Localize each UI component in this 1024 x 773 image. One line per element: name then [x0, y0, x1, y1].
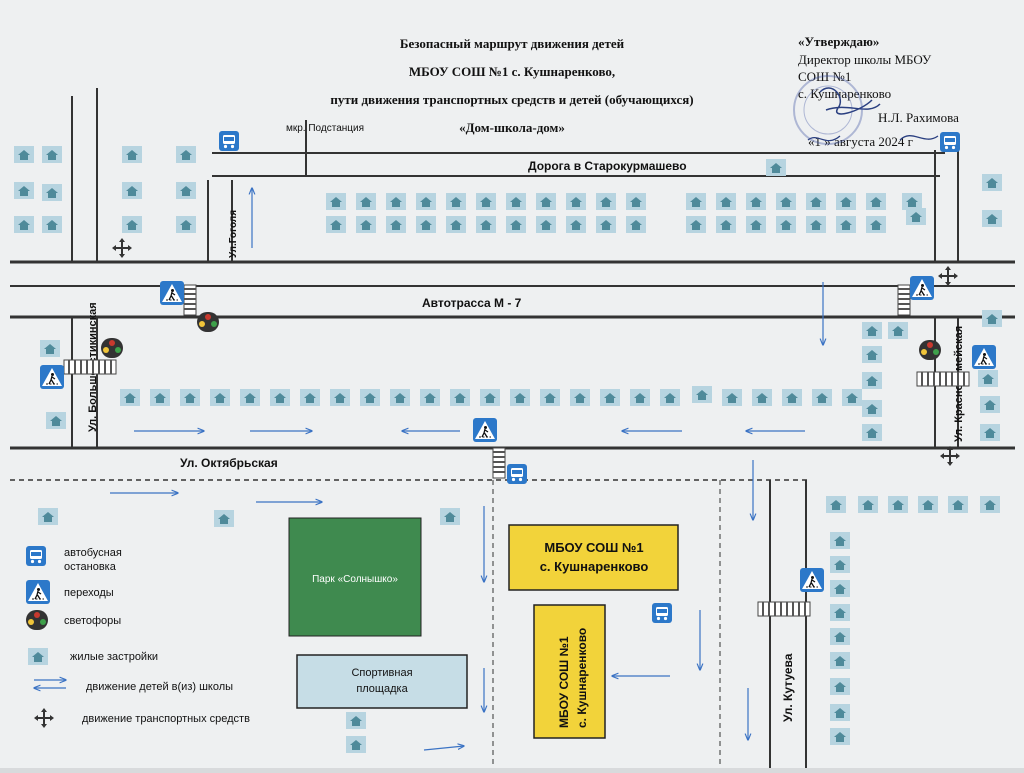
legend-traffic-light: светофоры — [64, 615, 121, 627]
park-solnyshko: Парк «Солнышко» — [288, 517, 422, 637]
signature — [807, 87, 939, 142]
legend-children-route: движение детей в(из) школы — [86, 681, 233, 693]
school-label-box: МБОУ СОШ №1 с. Кушнаренково — [508, 524, 679, 591]
legend-crossing: переходы — [64, 587, 114, 599]
school-label-line1: МБОУ СОШ №1 — [544, 540, 643, 555]
title-line2: МБОУ СОШ №1 с. Кушнаренково, — [409, 64, 615, 79]
approval-line4: с. Кушнаренково — [798, 86, 891, 101]
approval-line1: «Утверждаю» — [798, 34, 879, 49]
approval-line2: Директор школы МБОУ — [798, 52, 932, 67]
label-street-gogolya: Ул.Гоголя — [228, 210, 239, 258]
sports-ground: Спортивная площадка — [296, 654, 468, 709]
approval-line6: «1 » августа 2024 г — [808, 134, 913, 149]
title-line4: «Дом-школа-дом» — [459, 120, 565, 135]
official-stamp — [793, 75, 863, 145]
label-street-kutueva: Ул. Кутуева — [781, 653, 795, 722]
school-building: МБОУ СОШ №1 с. Кушнаренково — [533, 604, 606, 739]
label-street-oktyabrskaya: Ул. Октябрьская — [180, 456, 278, 470]
house-column-kutueva — [830, 532, 850, 745]
children-route-arrows — [110, 188, 823, 751]
label-highway-m7: Автотрасса М - 7 — [422, 296, 522, 310]
legend: автобусная остановка переходы светофоры … — [25, 546, 250, 728]
park-label: Парк «Солнышко» — [312, 574, 398, 585]
label-road-starokurmashevo: Дорога в Старокурмашево — [528, 159, 687, 173]
roads — [10, 88, 1015, 768]
legend-houses: жилые застройки — [70, 651, 158, 663]
legend-crossing-icon — [25, 579, 51, 605]
legend-bus-icon — [26, 546, 46, 566]
legend-bus-stop-line1: автобусная — [64, 547, 122, 559]
title-line3: пути движения транспортных средств и дет… — [330, 92, 693, 107]
approval-line3: СОШ №1 — [798, 69, 851, 84]
legend-house-icon — [28, 648, 48, 665]
school-building-line2: с. Кушнаренково — [575, 628, 589, 728]
legend-traffic-light-icon — [26, 610, 48, 630]
label-mkr-podstanciya: мкр. Подстанция — [286, 123, 364, 134]
title-line1: Безопасный маршрут движения детей — [400, 36, 625, 51]
legend-vehicles: движение транспортных средств — [82, 713, 250, 725]
approval-line5: Н.Л. Рахимова — [878, 110, 959, 125]
school-label-line2: с. Кушнаренково — [540, 559, 649, 574]
sports-label-line1: Спортивная — [351, 667, 412, 679]
school-building-line1: МБОУ СОШ №1 — [557, 636, 571, 728]
sports-label-line2: площадка — [356, 683, 408, 695]
legend-bus-stop-line2: остановка — [64, 561, 117, 573]
